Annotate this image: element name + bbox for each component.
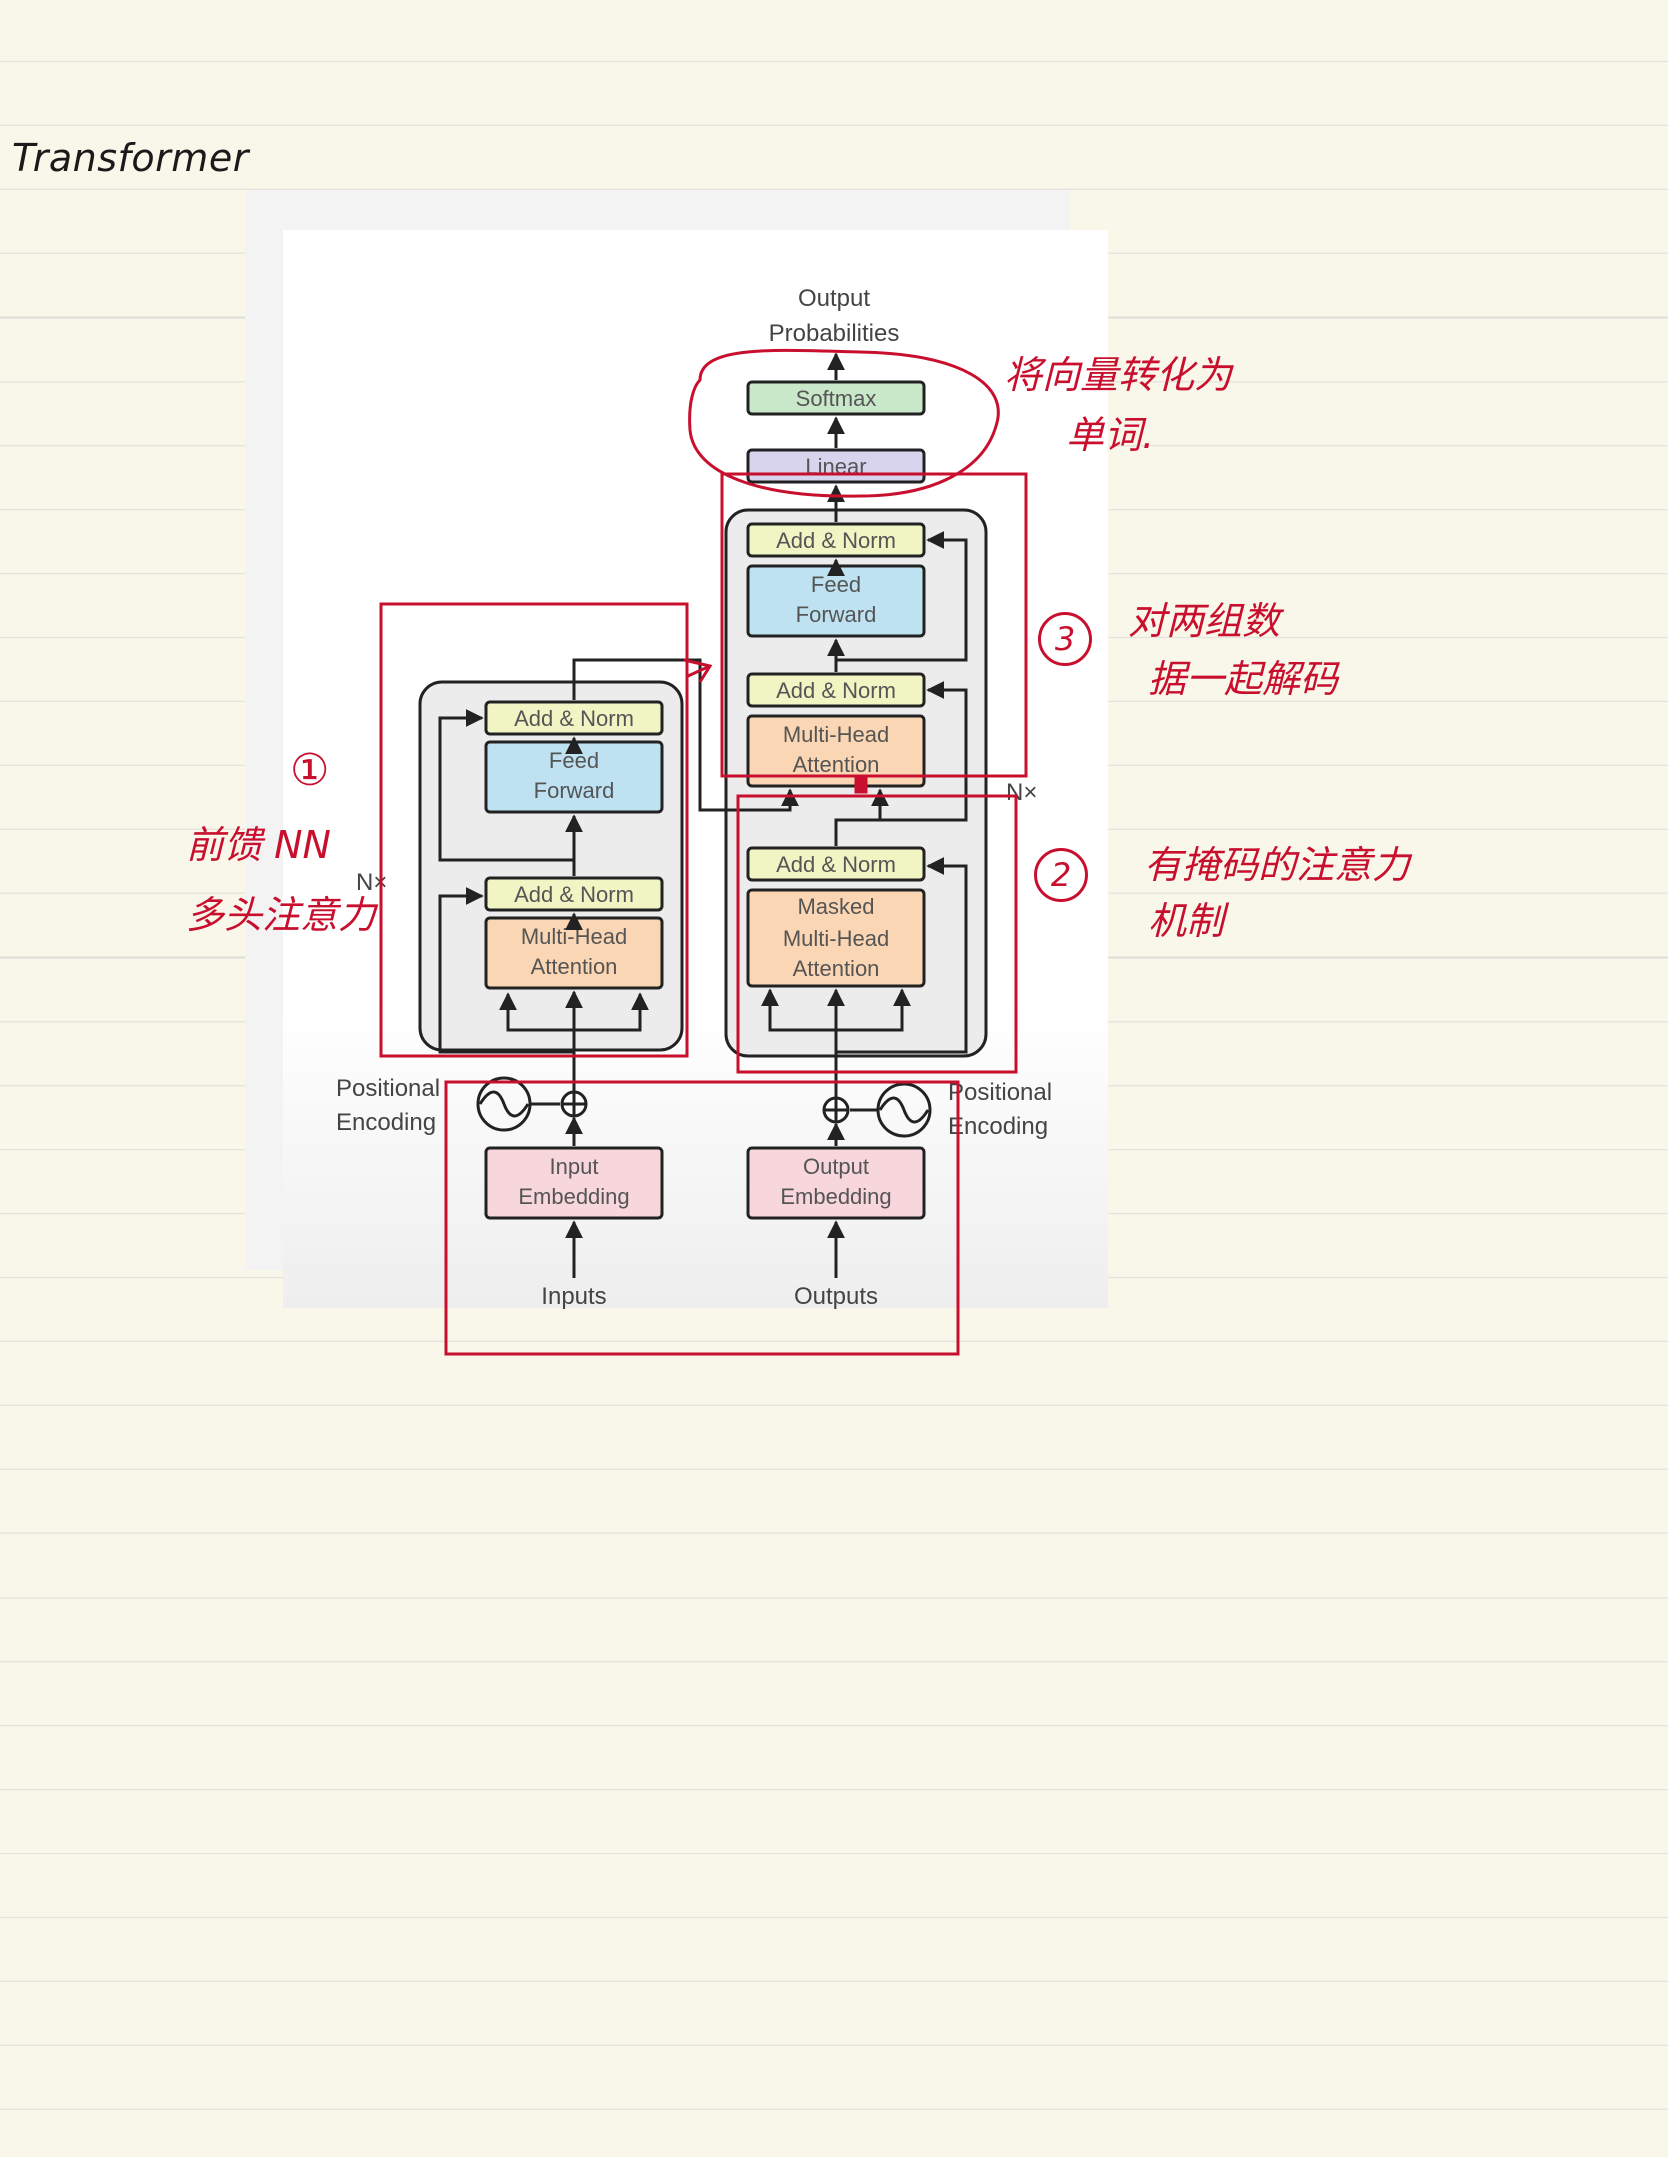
- svg-text:Masked: Masked: [797, 894, 874, 919]
- svg-text:Encoding: Encoding: [336, 1109, 436, 1136]
- masked-number-annotation: 2: [1034, 848, 1088, 902]
- encoder-add-norm-bottom: Add & Norm: [484, 876, 664, 912]
- output-annotation-line-1: 将向量转化为: [1004, 353, 1233, 397]
- svg-text:Feed: Feed: [549, 748, 599, 773]
- svg-text:Positional: Positional: [948, 1079, 1052, 1106]
- svg-text:Add & Norm: Add & Norm: [776, 678, 896, 703]
- encoder-number-annotation: ①: [290, 745, 330, 796]
- svg-text:Add & Norm: Add & Norm: [776, 528, 896, 553]
- add-node-icon: [560, 1090, 850, 1124]
- svg-text:Embedding: Embedding: [780, 1184, 891, 1209]
- encoder-annotation-line-2: 多头注意力: [186, 893, 377, 937]
- svg-text:Attention: Attention: [793, 956, 880, 981]
- red-annotation-marks: [379, 348, 1028, 1356]
- svg-text:Add & Norm: Add & Norm: [776, 852, 896, 877]
- encoder-annotation-line-1: 前馈 NN: [186, 823, 331, 867]
- svg-text:Softmax: Softmax: [796, 386, 877, 411]
- svg-text:Embedding: Embedding: [518, 1184, 629, 1209]
- encoder-add-norm-top: Add & Norm: [484, 700, 664, 736]
- decoder-add-norm-top: Add & Norm: [746, 522, 926, 558]
- input-embedding: Input Embedding: [484, 1146, 664, 1220]
- inputs-label: Inputs: [541, 1283, 606, 1310]
- positional-encoding-left-label: Positional Encoding: [336, 1075, 440, 1136]
- cross-number-annotation: 3: [1038, 612, 1092, 666]
- outputs-label: Outputs: [794, 1283, 878, 1310]
- output-embedding: Output Embedding: [746, 1146, 926, 1220]
- diagram-connectors: [438, 352, 968, 1278]
- page-title: Transformer: [12, 136, 249, 180]
- decoder-feed-forward: Feed Forward: [746, 564, 926, 638]
- output-probabilities-label: Output Probabilities: [769, 285, 900, 347]
- decoder-add-norm-bottom: Add & Norm: [746, 846, 926, 882]
- encoder-stack: [418, 680, 684, 1052]
- cross-annotation-line-1: 对两组数: [1128, 599, 1281, 643]
- svg-text:Add & Norm: Add & Norm: [514, 882, 634, 907]
- svg-text:Output: Output: [803, 1154, 869, 1179]
- svg-text:Attention: Attention: [531, 954, 618, 979]
- svg-text:Probabilities: Probabilities: [769, 320, 900, 347]
- masked-multi-head-attention: Masked Multi-Head Attention: [746, 888, 926, 988]
- svg-text:Positional: Positional: [336, 1075, 440, 1102]
- linear-block: Linear: [746, 448, 926, 484]
- svg-text:Multi-Head: Multi-Head: [783, 926, 889, 951]
- decoder-add-norm-middle: Add & Norm: [746, 672, 926, 708]
- svg-text:Forward: Forward: [534, 778, 615, 803]
- decoder-multi-head-attention: Multi-Head Attention: [746, 714, 926, 788]
- cross-annotation-line-2: 据一起解码: [1148, 657, 1339, 701]
- output-annotation-line-2: 单词.: [1066, 413, 1155, 457]
- decoder-nx-label: N×: [1006, 779, 1037, 806]
- sine-wave-icon: [476, 1076, 932, 1138]
- encoder-multi-head-attention: Multi-Head Attention: [484, 916, 664, 990]
- positional-encoding-right-label: Positional Encoding: [948, 1079, 1052, 1140]
- softmax-block: Softmax: [746, 380, 926, 416]
- svg-text:Input: Input: [550, 1154, 599, 1179]
- svg-text:Multi-Head: Multi-Head: [783, 722, 889, 747]
- svg-text:Add & Norm: Add & Norm: [514, 706, 634, 731]
- encoder-feed-forward: Feed Forward: [484, 740, 664, 814]
- masked-annotation-line-2: 机制: [1148, 899, 1225, 943]
- svg-text:Multi-Head: Multi-Head: [521, 924, 627, 949]
- masked-annotation-line-1: 有掩码的注意力: [1144, 843, 1411, 887]
- svg-text:Forward: Forward: [796, 602, 877, 627]
- svg-text:Output: Output: [798, 285, 870, 312]
- svg-text:Feed: Feed: [811, 572, 861, 597]
- svg-text:Encoding: Encoding: [948, 1113, 1048, 1140]
- svg-text:Attention: Attention: [793, 752, 880, 777]
